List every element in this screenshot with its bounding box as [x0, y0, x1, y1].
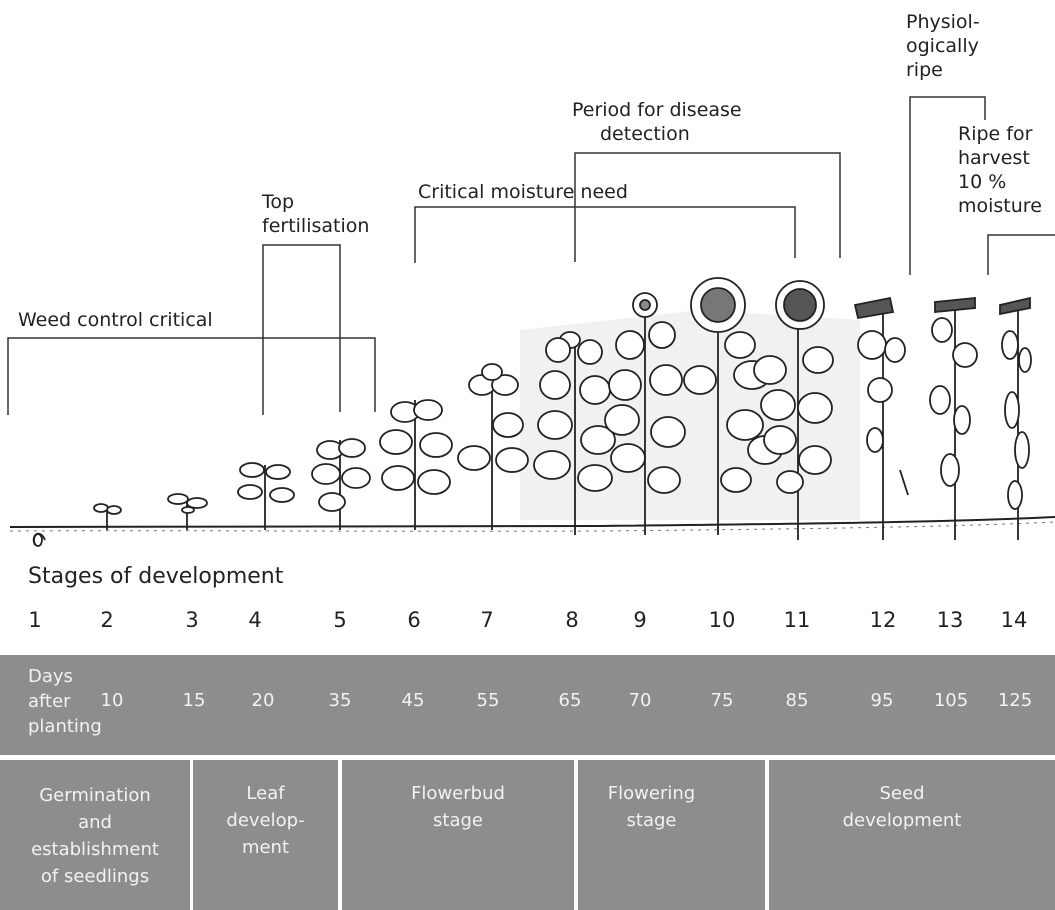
days-value: 75 [710, 690, 734, 711]
plant-stage-1 [32, 532, 46, 547]
critical-moisture-label: Critical moisture need [418, 181, 628, 203]
stage-number: 13 [936, 608, 964, 632]
plant-stage-3 [167, 493, 208, 530]
days-value: 10 [100, 690, 124, 711]
phase-leaf-development: Leaf develop- ment [193, 760, 338, 910]
stage-number: 1 [28, 608, 42, 632]
disease-detection-bracket [574, 152, 841, 262]
stage-number: 9 [633, 608, 647, 632]
plant-stage-13 [929, 297, 978, 540]
plant-stage-6 [379, 399, 453, 530]
stage-number: 7 [480, 608, 494, 632]
stage-number: 10 [708, 608, 736, 632]
plant-stage-2 [93, 503, 122, 530]
weed-control-bracket [7, 337, 376, 415]
stage-number: 5 [333, 608, 347, 632]
plant-stage-4 [237, 462, 295, 530]
days-band [0, 655, 1055, 755]
plant-stage-14 [999, 296, 1032, 540]
critical-moisture-bracket [414, 206, 796, 263]
ripe-for-harvest-bracket [987, 234, 1055, 275]
top-fertilisation-bracket [262, 244, 341, 415]
brackets [7, 96, 1055, 415]
phase-flowerbud: Flowerbud stage [342, 760, 574, 910]
stage-number: 3 [185, 608, 199, 632]
phase-germination: Germination and establishment of seedlin… [0, 760, 190, 910]
stage-number: 11 [783, 608, 811, 632]
physiologically-ripe-bracket [909, 96, 986, 275]
days-value: 55 [476, 690, 500, 711]
plant-stage-5 [311, 438, 371, 530]
stage-number: 4 [248, 608, 262, 632]
days-value: 85 [785, 690, 809, 711]
days-value: 20 [251, 690, 275, 711]
disease-detection-label: Period for disease detection [572, 99, 742, 145]
stage-number: 12 [869, 608, 897, 632]
days-value: 95 [870, 690, 894, 711]
days-value: 105 [933, 690, 969, 711]
days-value: 45 [401, 690, 425, 711]
days-value: 125 [997, 690, 1033, 711]
days-value: 65 [558, 690, 582, 711]
days-value: 70 [628, 690, 652, 711]
ground [9, 516, 1055, 532]
plant-stage-7 [457, 363, 529, 530]
plant-stage-12 [853, 296, 909, 540]
days-value: 35 [328, 690, 352, 711]
top-fertilisation-label: Top fertilisation [262, 191, 370, 237]
stage-number: 6 [407, 608, 421, 632]
stage-number: 2 [100, 608, 114, 632]
stages-title: Stages of development [28, 564, 284, 589]
days-label: Days after planting [28, 666, 102, 737]
plant-stage-9 [604, 292, 686, 535]
stage-number: 14 [1000, 608, 1028, 632]
plant-stage-8 [533, 331, 616, 535]
plants [32, 277, 1032, 547]
phase-seed-development: Seed development [769, 760, 1055, 910]
days-value: 15 [182, 690, 206, 711]
weed-control-label: Weed control critical [18, 309, 213, 331]
phase-flowering: Flowering stage [578, 760, 765, 910]
plant-stage-11 [753, 280, 834, 540]
physiologically-ripe-label: Physiol- ogically ripe [906, 11, 980, 81]
ripe-for-harvest-label: Ripe for harvest 10 % moisture [958, 123, 1042, 217]
stage-number: 8 [565, 608, 579, 632]
